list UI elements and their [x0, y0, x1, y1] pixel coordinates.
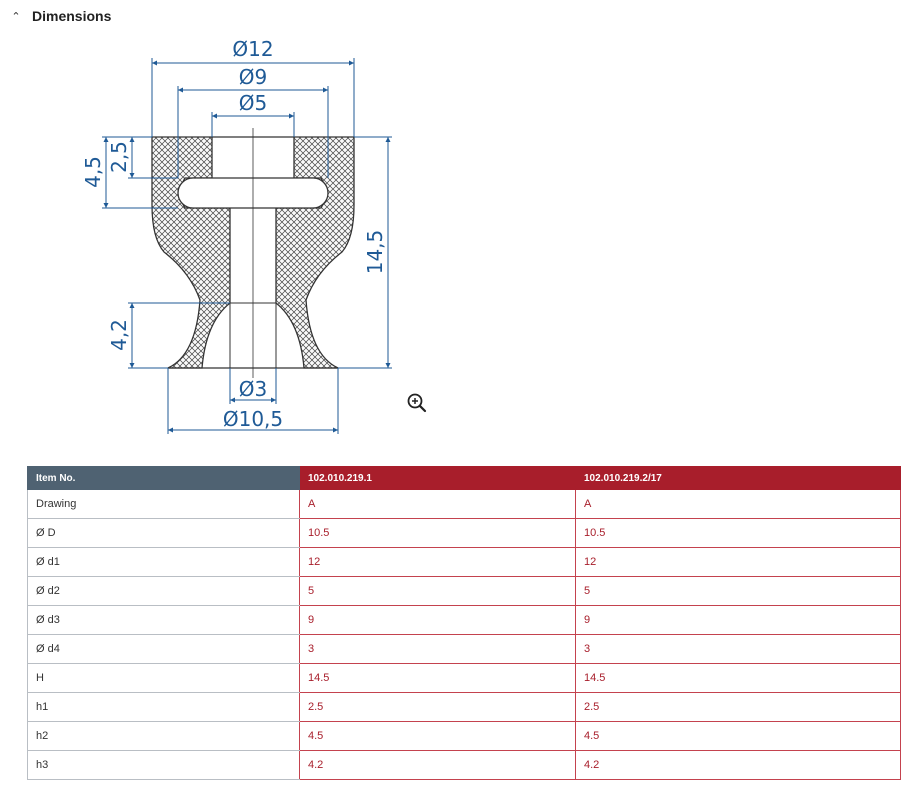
dim-H-label: 14,5 [363, 230, 387, 275]
row-value: 2.5 [299, 692, 576, 722]
row-value: 5 [299, 576, 576, 606]
section-right [275, 136, 355, 369]
row-label: h3 [27, 750, 300, 780]
row-value: 10.5 [575, 518, 901, 548]
row-value: 2.5 [575, 692, 901, 722]
dim-d1-label: Ø12 [232, 37, 273, 61]
dimensions-table: Item No. 102.010.219.1 102.010.219.2/17 … [27, 466, 901, 780]
header-item-no: Item No. [27, 466, 300, 490]
row-value: 3 [299, 634, 576, 664]
header-variant-2: 102.010.219.2/17 [575, 466, 901, 490]
row-value: 5 [575, 576, 901, 606]
dimensions-section-toggle[interactable]: ⌃ Dimensions [10, 6, 111, 26]
row-value: 9 [299, 605, 576, 635]
dim-d3-label: Ø9 [239, 65, 267, 89]
row-value: 4.2 [299, 750, 576, 780]
suction-cup-drawing: Ø12 Ø9 Ø5 Ø3 Ø10,5 4,5 2,5 14,5 4,2 [81, 37, 392, 434]
row-value: 14.5 [299, 663, 576, 693]
row-label: Ø D [27, 518, 300, 548]
row-label: Ø d3 [27, 605, 300, 635]
zoom-in-icon[interactable] [406, 392, 428, 414]
row-value: 3 [575, 634, 901, 664]
row-value: 9 [575, 605, 901, 635]
row-value: 4.5 [299, 721, 576, 751]
section-left [151, 136, 231, 369]
dim-D-label: Ø10,5 [223, 407, 283, 431]
row-label: h1 [27, 692, 300, 722]
row-label: Drawing [27, 489, 300, 519]
dim-h1-label: 2,5 [107, 141, 131, 173]
row-value: A [575, 489, 901, 519]
header-variant-1: 102.010.219.1 [299, 466, 576, 490]
row-label: Ø d2 [27, 576, 300, 606]
dim-h2-label: 4,5 [81, 156, 105, 188]
row-label: Ø d4 [27, 634, 300, 664]
row-label: h2 [27, 721, 300, 751]
table-header-row: Item No. 102.010.219.1 102.010.219.2/17 [27, 466, 901, 490]
row-value: 12 [299, 547, 576, 577]
row-value: A [299, 489, 576, 519]
row-label: H [27, 663, 300, 693]
dim-h3-label: 4,2 [107, 319, 131, 351]
chevron-up-icon: ⌃ [11, 10, 21, 23]
row-label: Ø d1 [27, 547, 300, 577]
section-title: Dimensions [32, 8, 112, 24]
row-value: 10.5 [299, 518, 576, 548]
dim-d4-label: Ø3 [239, 377, 267, 401]
row-value: 4.2 [575, 750, 901, 780]
row-value: 12 [575, 547, 901, 577]
row-value: 4.5 [575, 721, 901, 751]
dim-d2-label: Ø5 [239, 91, 267, 115]
row-value: 14.5 [575, 663, 901, 693]
